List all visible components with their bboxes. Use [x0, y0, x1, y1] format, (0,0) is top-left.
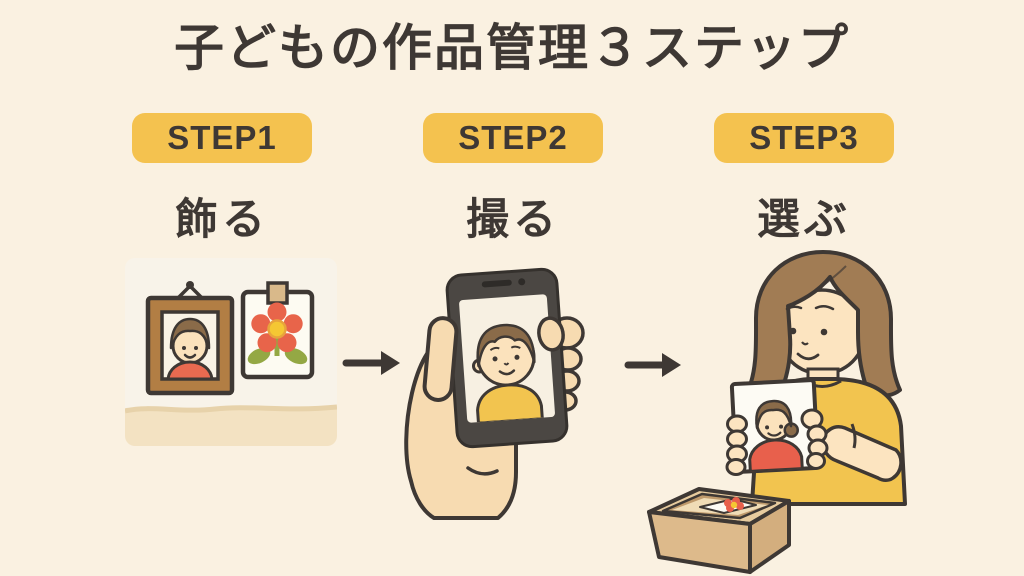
- arrow-right-icon: [624, 353, 681, 377]
- step2-badge: STEP2: [423, 113, 603, 163]
- step1-badge: STEP1: [132, 113, 312, 163]
- select-store-illustration: [647, 250, 907, 574]
- phone-camera-dot: [518, 278, 526, 286]
- phone-screen-child-photo: [471, 323, 544, 423]
- phone-speaker: [481, 279, 512, 288]
- step3-label: 選ぶ: [757, 196, 851, 244]
- step1-label: 飾る: [175, 196, 269, 244]
- index-fingertip: [537, 316, 565, 352]
- step2-label: 撮る: [466, 196, 560, 244]
- flower-icon: [251, 302, 303, 353]
- wall-art-illustration: [125, 258, 337, 446]
- flower-in-box: [724, 497, 744, 512]
- storage-box: [647, 487, 791, 574]
- arrow-right-icon: [342, 351, 400, 375]
- flower-drawing-paper: [240, 281, 315, 380]
- gripping-hands: [725, 408, 829, 476]
- phone-photo-illustration: [404, 267, 585, 520]
- step-column-1: STEP1 飾る: [112, 113, 332, 247]
- step-column-2: STEP2 撮る: [403, 113, 623, 247]
- step-column-3: STEP3 選ぶ: [694, 113, 914, 247]
- smartphone: [445, 267, 569, 449]
- picture-frame: [145, 281, 235, 396]
- held-photo: [729, 378, 821, 474]
- step3-badge: STEP3: [714, 113, 894, 163]
- pinky-crease: [466, 466, 499, 476]
- page-title: 子どもの作品管理３ステップ: [174, 20, 850, 76]
- framed-child-portrait: [166, 317, 214, 379]
- thumb: [422, 316, 459, 402]
- photo-child-portrait: [748, 399, 804, 473]
